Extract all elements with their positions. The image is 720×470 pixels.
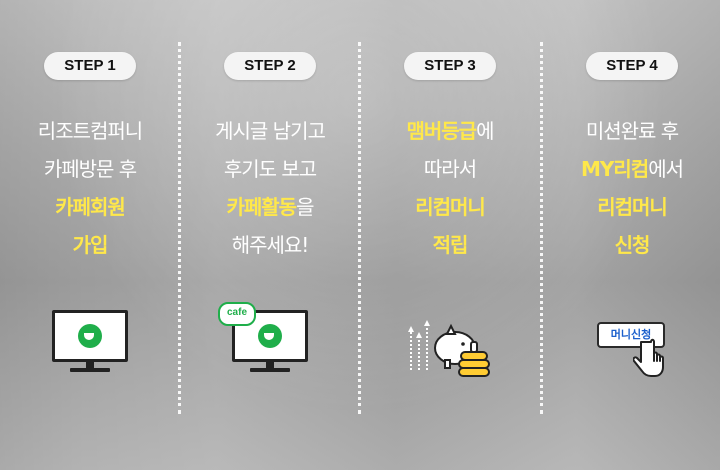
step-4-column: STEP 4 미션완료 후 MY리컴에서 리컴머니 신청 머니신청 [542, 0, 720, 470]
step-2-line-3-highlight: 카페활동 [226, 195, 297, 219]
step-2-description: 게시글 남기고 후기도 보고 카페활동을 해주세요! [180, 112, 360, 264]
step-3-line-1-highlight: 맴버등급 [406, 119, 477, 143]
dotted-divider [358, 42, 361, 414]
step-3-line-4: 적립 [432, 233, 469, 257]
step-3-line-3: 리컴머니 [415, 195, 486, 219]
step-1-line-2: 카페방문 후 [43, 157, 137, 181]
step-1-line-3: 카페회원 [55, 195, 126, 219]
dotted-divider [178, 42, 181, 414]
cafe-monitor-bubble-icon: cafe [218, 302, 308, 372]
cafe-cup-icon [258, 324, 282, 348]
step-1-line-4: 가입 [72, 233, 109, 257]
step-4-line-2-suffix: 에서 [648, 157, 684, 181]
step-2-line-4: 해주세요! [231, 233, 310, 257]
step-2-line-2: 후기도 보고 [223, 157, 317, 181]
dotted-divider [540, 42, 543, 414]
step-3-label: STEP 3 [404, 52, 496, 80]
step-4-line-4: 신청 [614, 233, 651, 257]
step-4-line-3: 리컴머니 [597, 195, 668, 219]
step-2-line-3-suffix: 을 [296, 195, 314, 219]
step-4-line-2: MY리컴에서 [542, 150, 720, 188]
step-4-description: 미션완료 후 MY리컴에서 리컴머니 신청 [542, 112, 720, 264]
step-3-column: STEP 3 맴버등급에 따라서 리컴머니 적립 [360, 0, 540, 470]
step-4-label: STEP 4 [586, 52, 678, 80]
step-2-column: STEP 2 게시글 남기고 후기도 보고 카페활동을 해주세요! cafe [180, 0, 360, 470]
step-3-line-2: 따라서 [423, 157, 477, 181]
step-3-line-1-suffix: 에 [476, 119, 494, 143]
step-1-description: 리조트컴퍼니 카페방문 후 카페회원 가입 [0, 112, 180, 264]
step-4-line-1: 미션완료 후 [585, 119, 679, 143]
step-1-label: STEP 1 [44, 52, 136, 80]
step-2-line-1: 게시글 남기고 [215, 119, 326, 143]
step-3-description: 맴버등급에 따라서 리컴머니 적립 [360, 112, 540, 264]
piggy-bank-svg [408, 320, 490, 377]
cafe-speech-bubble: cafe [218, 302, 256, 326]
cafe-monitor-icon [52, 310, 128, 372]
money-request-button-icon: 머니신청 [597, 312, 667, 382]
step-2-line-3: 카페활동을 [180, 188, 360, 226]
step-3-line-1: 맴버등급에 [360, 112, 540, 150]
pointing-hand-icon [633, 338, 664, 377]
step-2-label: STEP 2 [224, 52, 316, 80]
step-1-line-1: 리조트컴퍼니 [37, 119, 143, 143]
piggy-bank-coins-icon [405, 318, 495, 388]
step-1-column: STEP 1 리조트컴퍼니 카페방문 후 카페회원 가입 [0, 0, 180, 470]
step-4-line-2-highlight: MY리컴 [581, 157, 649, 181]
cafe-cup-icon [78, 324, 102, 348]
